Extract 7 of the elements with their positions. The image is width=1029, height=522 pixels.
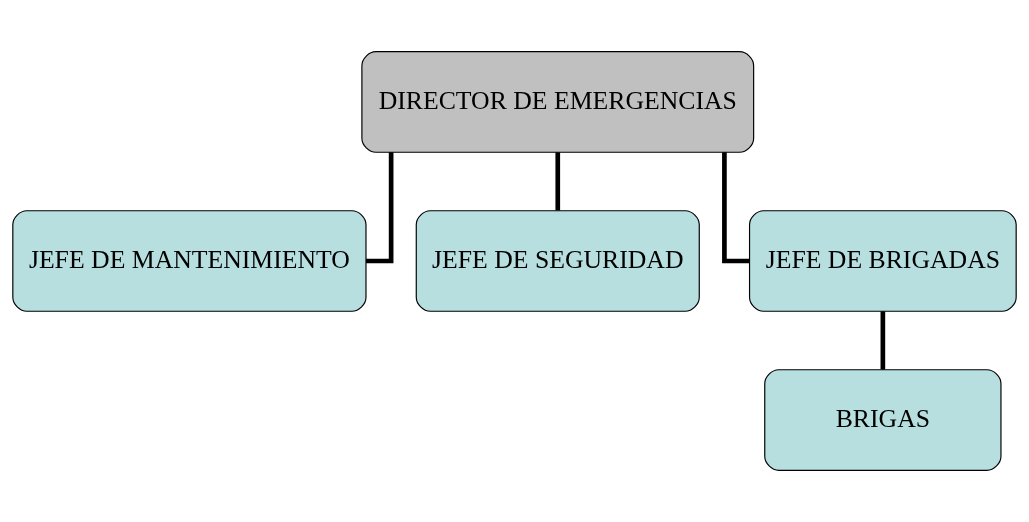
node-box: JEFE DE SEGURIDAD [415, 210, 700, 312]
node-box: JEFE DE MANTENIMIENTO [12, 210, 367, 312]
node-box: DIRECTOR DE EMERGENCIAS [361, 51, 755, 153]
connector [555, 152, 561, 211]
connector [880, 311, 886, 370]
node-box: BRIGAS [764, 369, 1002, 471]
node-box: JEFE DE BRIGADAS [748, 210, 1017, 312]
